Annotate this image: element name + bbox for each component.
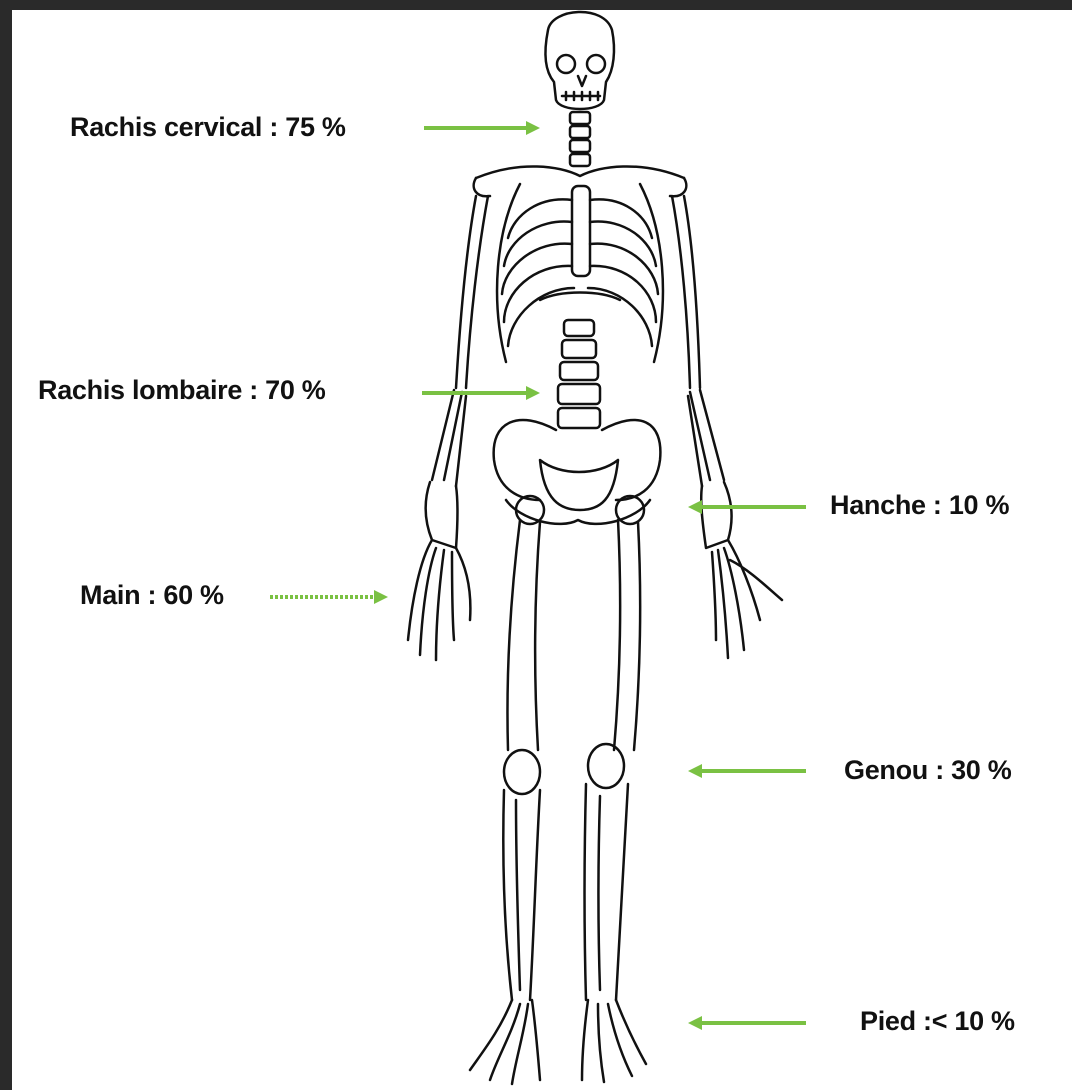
arrow-genou [688, 764, 806, 778]
arrow-main [270, 590, 388, 604]
arrow-lombaire [422, 386, 540, 400]
label-rachis-lombaire: Rachis lombaire : 70 % [38, 375, 326, 406]
label-genou: Genou : 30 % [844, 755, 1011, 786]
arrow-cervical [424, 121, 540, 135]
label-rachis-cervical: Rachis cervical : 75 % [70, 112, 346, 143]
label-pied: Pied :< 10 % [860, 1006, 1015, 1037]
label-main: Main : 60 % [80, 580, 224, 611]
arrow-hanche [688, 500, 806, 514]
arrow-pied [688, 1016, 806, 1030]
label-hanche: Hanche : 10 % [830, 490, 1009, 521]
